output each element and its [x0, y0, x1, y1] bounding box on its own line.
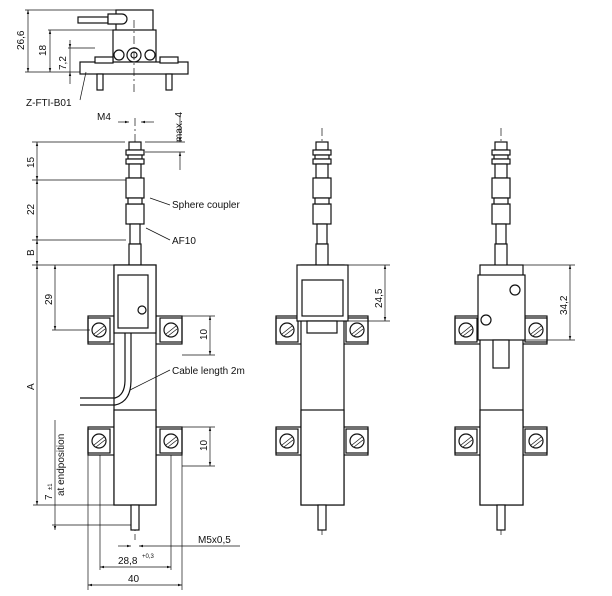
- dim-7: 7: [44, 494, 55, 500]
- dim-10-upper: 10: [199, 328, 210, 340]
- dim-34-2: 34,2: [559, 295, 570, 315]
- label-at-endposition: at endposition: [56, 434, 67, 496]
- left-view: [32, 115, 240, 590]
- right-view: [454, 128, 575, 535]
- dim-29: 29: [44, 293, 55, 305]
- label-cable-length: Cable length 2m: [172, 366, 245, 377]
- label-m5: M5x0,5: [198, 535, 231, 546]
- dim-b: B: [26, 249, 37, 256]
- dim-26-6: 26,6: [16, 30, 27, 50]
- top-view-mount: [25, 9, 189, 101]
- dim-18: 18: [38, 44, 49, 56]
- dim-24-5: 24,5: [374, 288, 385, 308]
- tol-0-3: +0,3: [142, 554, 155, 560]
- dim-22: 22: [26, 203, 37, 215]
- dim-a: A: [26, 383, 37, 390]
- tol-pm1: ±1: [48, 483, 54, 490]
- label-sphere-coupler: Sphere coupler: [172, 200, 240, 211]
- middle-view: [275, 128, 390, 535]
- label-z-fti-b01: Z-FTI-B01: [26, 98, 72, 109]
- dim-15: 15: [26, 156, 37, 168]
- dim-28-8: 28,8: [118, 556, 138, 567]
- label-af10: AF10: [172, 236, 196, 247]
- label-m4: M4: [97, 112, 111, 123]
- dim-10-lower: 10: [199, 439, 210, 451]
- label-max-4: max. 4: [174, 112, 185, 142]
- dim-7-2: 7,2: [58, 56, 69, 70]
- dim-40: 40: [128, 574, 140, 585]
